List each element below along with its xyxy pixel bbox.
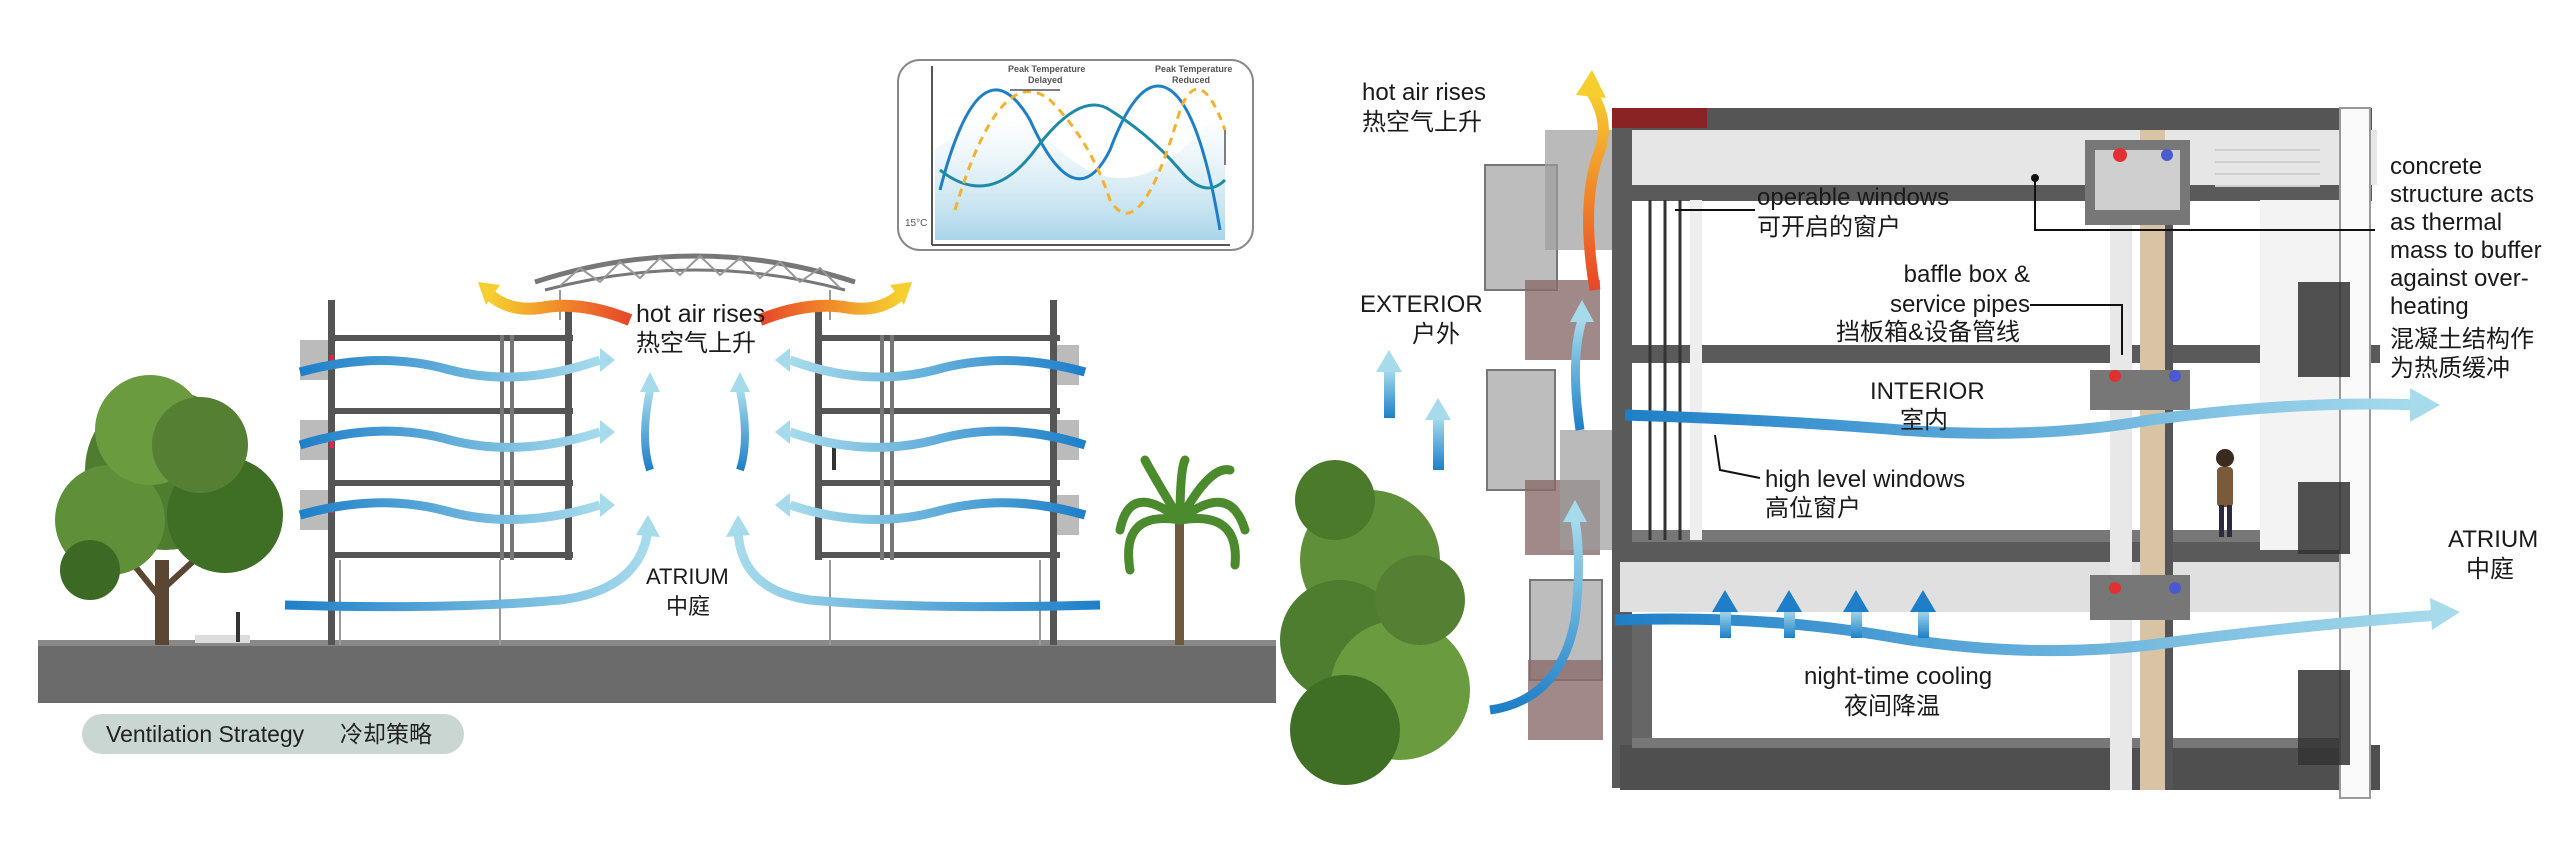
operable-windows-label-en: operable windows — [1757, 184, 1950, 211]
concrete-label-en-4: mass to buffer — [2390, 237, 2542, 264]
left-hot-air-label-zh: 热空气上升 — [636, 330, 756, 357]
hot-air-arrow-left — [486, 290, 633, 326]
caption-label-en: Ventilation Strategy — [106, 721, 305, 747]
night-cooling-label-en: night-time cooling — [1804, 663, 1993, 690]
left-section-drawing — [38, 253, 1276, 703]
inset-y-tick: 15°C — [905, 218, 928, 229]
inset-label-delayed-1: Peak Temperature — [1008, 64, 1086, 74]
concrete-label-en-3: as thermal — [2390, 209, 2503, 236]
right-hot-air-label-zh: 热空气上升 — [1362, 109, 1482, 136]
left-hot-air-label-en: hot air rises — [636, 300, 766, 328]
concrete-label-zh-1: 混凝土结构作 — [2390, 326, 2534, 353]
caption-pill — [82, 714, 464, 754]
interior-label-en: INTERIOR — [1870, 378, 1985, 405]
night-cooling-arrow — [1614, 609, 2441, 657]
baffle-label-en-2: service pipes — [1889, 291, 2030, 318]
building-section — [1612, 107, 2380, 799]
temperature-curve-dashed — [953, 87, 1227, 215]
inset-label-reduced-1: Peak Temperature — [1155, 64, 1233, 74]
building-right-block — [815, 300, 1079, 645]
person-figure — [2216, 449, 2234, 537]
concrete-label-en-2: structure acts — [2390, 181, 2535, 208]
airflow-arrows-left-building — [298, 355, 602, 524]
atrium-airflow-left — [284, 529, 653, 612]
right-hot-air-label-en: hot air rises — [1362, 79, 1487, 106]
atrium-airflow-right — [733, 529, 1101, 612]
facade-screens — [1484, 130, 1620, 740]
high-windows-label-en: high level windows — [1765, 466, 1966, 493]
temperature-inset-chart — [897, 59, 1254, 251]
concrete-label-en-5: against over- — [2390, 265, 2529, 292]
concrete-label-zh-2: 为热质缓冲 — [2390, 355, 2510, 382]
palm-tree — [1115, 455, 1250, 645]
atrium-rising-arrows — [641, 389, 749, 472]
interior-airflow-arrow — [1624, 398, 2421, 439]
building-left-block — [300, 300, 573, 645]
temperature-curve-outdoor — [938, 84, 1222, 231]
right-atrium-label-zh: 中庭 — [2466, 556, 2514, 583]
right-section-drawing — [1280, 70, 2460, 799]
exterior-intake-arrows — [1376, 350, 1451, 470]
high-windows-label-zh: 高位窗户 — [1765, 495, 1861, 522]
right-atrium-label-en: ATRIUM — [2448, 526, 2539, 553]
operable-windows-label-zh: 可开启的窗户 — [1757, 214, 1901, 241]
baffle-label-en-1: baffle box & — [1903, 261, 2030, 288]
airflow-arrows-right-building — [788, 355, 1087, 524]
night-cooling-label-zh: 夜间降温 — [1844, 693, 1940, 720]
atrium-roof-truss — [534, 253, 856, 320]
left-atrium-label-en: ATRIUM — [646, 564, 729, 589]
ground-strip — [38, 645, 1276, 703]
concrete-label-en-6: heating — [2390, 293, 2469, 320]
caption-label-zh: 冷却策略 — [340, 721, 432, 747]
interior-label-zh: 室内 — [1900, 407, 1948, 434]
inset-label-reduced-2: Reduced — [1172, 75, 1211, 85]
exterior-label-zh: 户外 — [1412, 321, 1460, 348]
hot-air-arrow-up — [1583, 86, 1609, 291]
concrete-label-en-1: concrete — [2390, 153, 2483, 180]
hot-air-arrow-right — [757, 290, 904, 326]
tree-right-panel — [1280, 460, 1470, 785]
night-cooling-up-arrows — [1712, 590, 1936, 638]
baffle-label-zh: 挡板箱&设备管线 — [1835, 319, 2020, 346]
left-atrium-label-zh: 中庭 — [666, 594, 711, 619]
tree-left — [55, 375, 283, 645]
exterior-label-en: EXTERIOR — [1360, 291, 1483, 318]
inset-label-delayed-2: Delayed — [1028, 75, 1063, 85]
temperature-curve-indoor — [939, 103, 1227, 190]
